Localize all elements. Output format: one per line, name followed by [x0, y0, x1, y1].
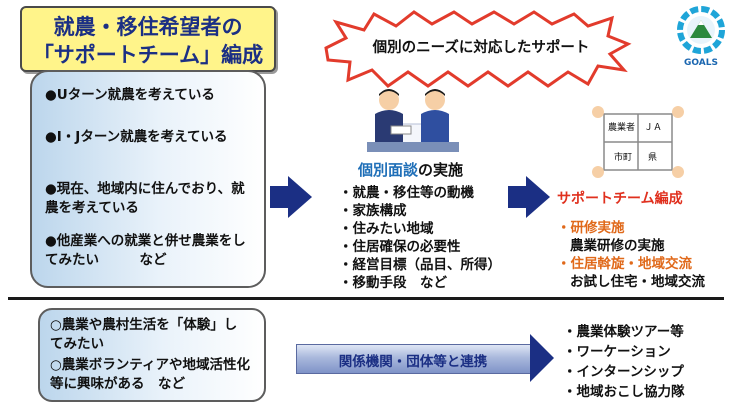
interview-item-family: ・家族構成: [339, 203, 407, 219]
experience-item-volunteer: ○農業ボランティアや地域活性化等に興味がある など: [50, 357, 250, 392]
team-puzzle-illustration: 農業者 ＪＡ 市町 県: [590, 104, 686, 180]
interview-item-area: ・住みたい地域: [339, 221, 434, 237]
puzzle-icon: [592, 106, 684, 178]
team-item-housing-title: ・住居斡旋・地域交流: [557, 256, 692, 272]
interview-heading-rest: の実施: [418, 161, 464, 179]
team-heading: サポートチーム編成: [557, 191, 683, 207]
cooperation-arrow-head: [530, 334, 554, 382]
team-item-training-detail: 農業研修の実施: [570, 238, 665, 254]
sdgs-goals-text: GOALS: [684, 58, 718, 68]
puzzle-label-ja: ＪＡ: [644, 123, 663, 133]
arrow-1-head: [288, 176, 312, 218]
interview-illustration-icon: [367, 89, 459, 152]
sdgs-wheel-icon: [677, 6, 725, 54]
cooperation-label: 関係機関・団体等と連携: [338, 354, 488, 370]
interview-item-motive: ・就農・移住等の動機: [339, 185, 474, 201]
team-item-housing-detail: お試し住宅・地域交流: [570, 274, 705, 290]
title-line-2: 「サポートチーム」編成: [32, 43, 264, 67]
puzzle-label-farmer: 農業者: [608, 123, 636, 133]
puzzle-label-city: 市町: [614, 153, 633, 163]
program-internship: ・インターンシップ: [563, 364, 684, 380]
program-workation: ・ワーケーション: [563, 344, 671, 360]
program-regional-corps: ・地域おこし協力隊: [563, 384, 685, 400]
interview-heading: 個別面談の実施: [358, 159, 463, 180]
condition-side-business: ●他産業への就業と併せ農業をしてみたい など: [45, 233, 246, 268]
banner-text: 個別のニーズに対応したサポート: [372, 40, 590, 56]
title-line-1: 就農・移住希望者の: [53, 15, 243, 39]
condition-ij-turn: ●I・Jターン就農を考えている: [45, 129, 228, 145]
experience-box: ○農業や農村生活を「体験」してみたい ○農業ボランティアや地域活性化等に興味があ…: [38, 308, 266, 402]
interview-item-transport: ・移動手段 など: [339, 275, 447, 291]
arrow-2-shaft: [508, 186, 526, 208]
section-divider: [8, 297, 724, 300]
condition-local-resident: ●現在、地域内に住んでおり、就農を考えている: [45, 181, 245, 216]
arrow-1-shaft: [270, 186, 288, 208]
puzzle-label-prefecture: 県: [648, 153, 658, 163]
arrow-2-head: [526, 176, 550, 218]
interview-item-goal: ・経営目標（品目、所得）: [339, 257, 501, 273]
team-item-training-title: ・研修実施: [557, 220, 625, 236]
conditions-box: ●Uターン就農を考えている ●I・Jターン就農を考えている ●現在、地域内に住ん…: [30, 70, 266, 288]
experience-item-trial: ○農業や農村生活を「体験」してみたい: [50, 317, 238, 352]
program-farm-tour: ・農業体験ツアー等: [563, 324, 684, 340]
interview-item-housing: ・住居確保の必要性: [339, 239, 461, 255]
sdgs-logo: GOALS: [676, 6, 726, 68]
interview-heading-emph: 個別面談: [358, 161, 419, 179]
burst-banner-shape: [324, 10, 632, 88]
condition-u-turn: ●Uターン就農を考えている: [45, 87, 215, 103]
title-box: 就農・移住希望者の 「サポートチーム」編成: [20, 6, 276, 72]
